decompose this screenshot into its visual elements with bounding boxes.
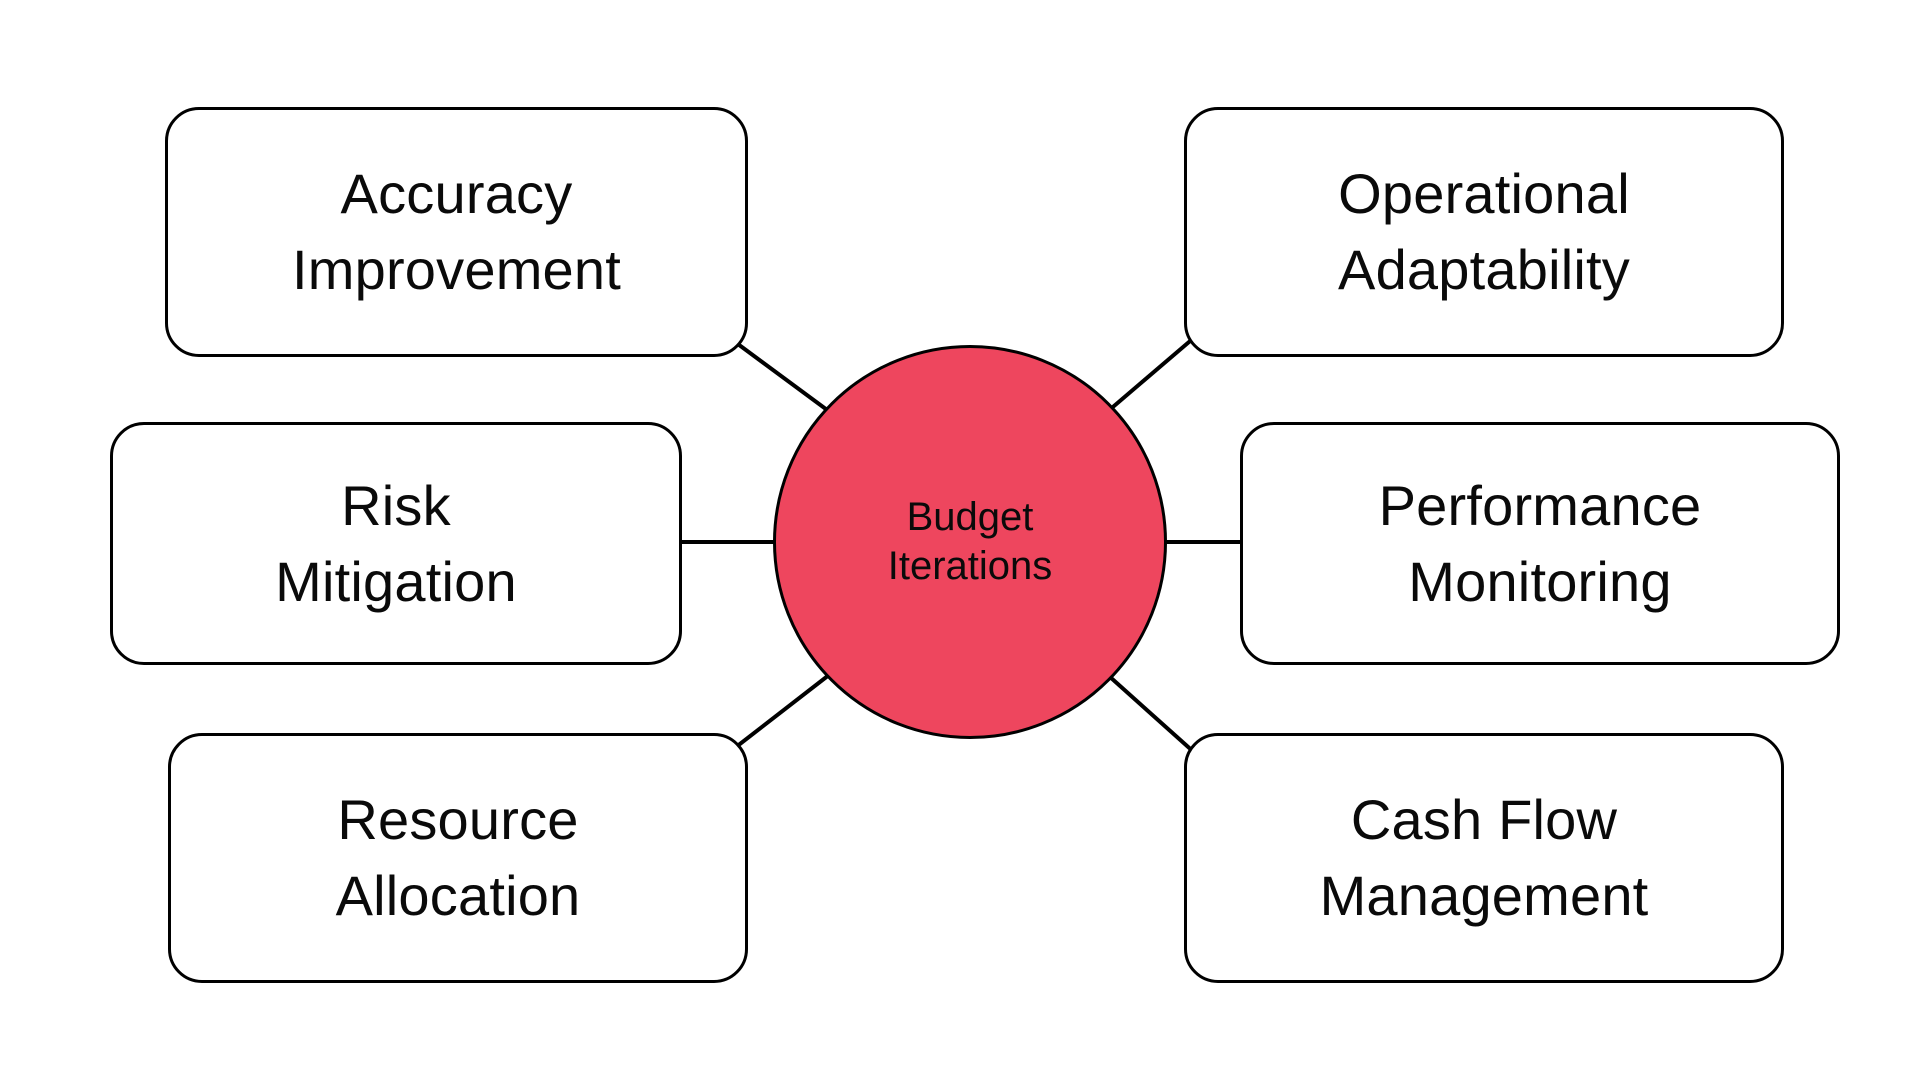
node-risk-mitigation[interactable]: Risk Mitigation <box>110 422 682 665</box>
node-label-resource-allocation: Resource Allocation <box>335 788 581 927</box>
node-performance-monitoring[interactable]: Performance Monitoring <box>1240 422 1840 665</box>
center-node-budget-iterations[interactable]: Budget Iterations <box>773 345 1167 739</box>
node-cash-flow-management[interactable]: Cash Flow Management <box>1184 733 1784 983</box>
connector-operational-adaptability <box>1098 334 1198 420</box>
node-operational-adaptability[interactable]: Operational Adaptability <box>1184 107 1784 357</box>
node-label-performance-monitoring: Performance Monitoring <box>1378 473 1702 613</box>
node-label-cash-flow-management: Cash Flow Management <box>1319 788 1649 927</box>
node-label-accuracy-improvement: Accuracy Improvement <box>292 162 621 301</box>
connector-cash-flow-management <box>1098 666 1198 756</box>
node-label-operational-adaptability: Operational Adaptability <box>1338 162 1630 301</box>
center-node-label: Budget Iterations <box>887 495 1053 588</box>
connector-accuracy-improvement <box>725 334 840 420</box>
connector-resource-allocation <box>725 666 840 756</box>
node-resource-allocation[interactable]: Resource Allocation <box>168 733 748 983</box>
node-accuracy-improvement[interactable]: Accuracy Improvement <box>165 107 748 357</box>
node-label-risk-mitigation: Risk Mitigation <box>275 473 517 613</box>
